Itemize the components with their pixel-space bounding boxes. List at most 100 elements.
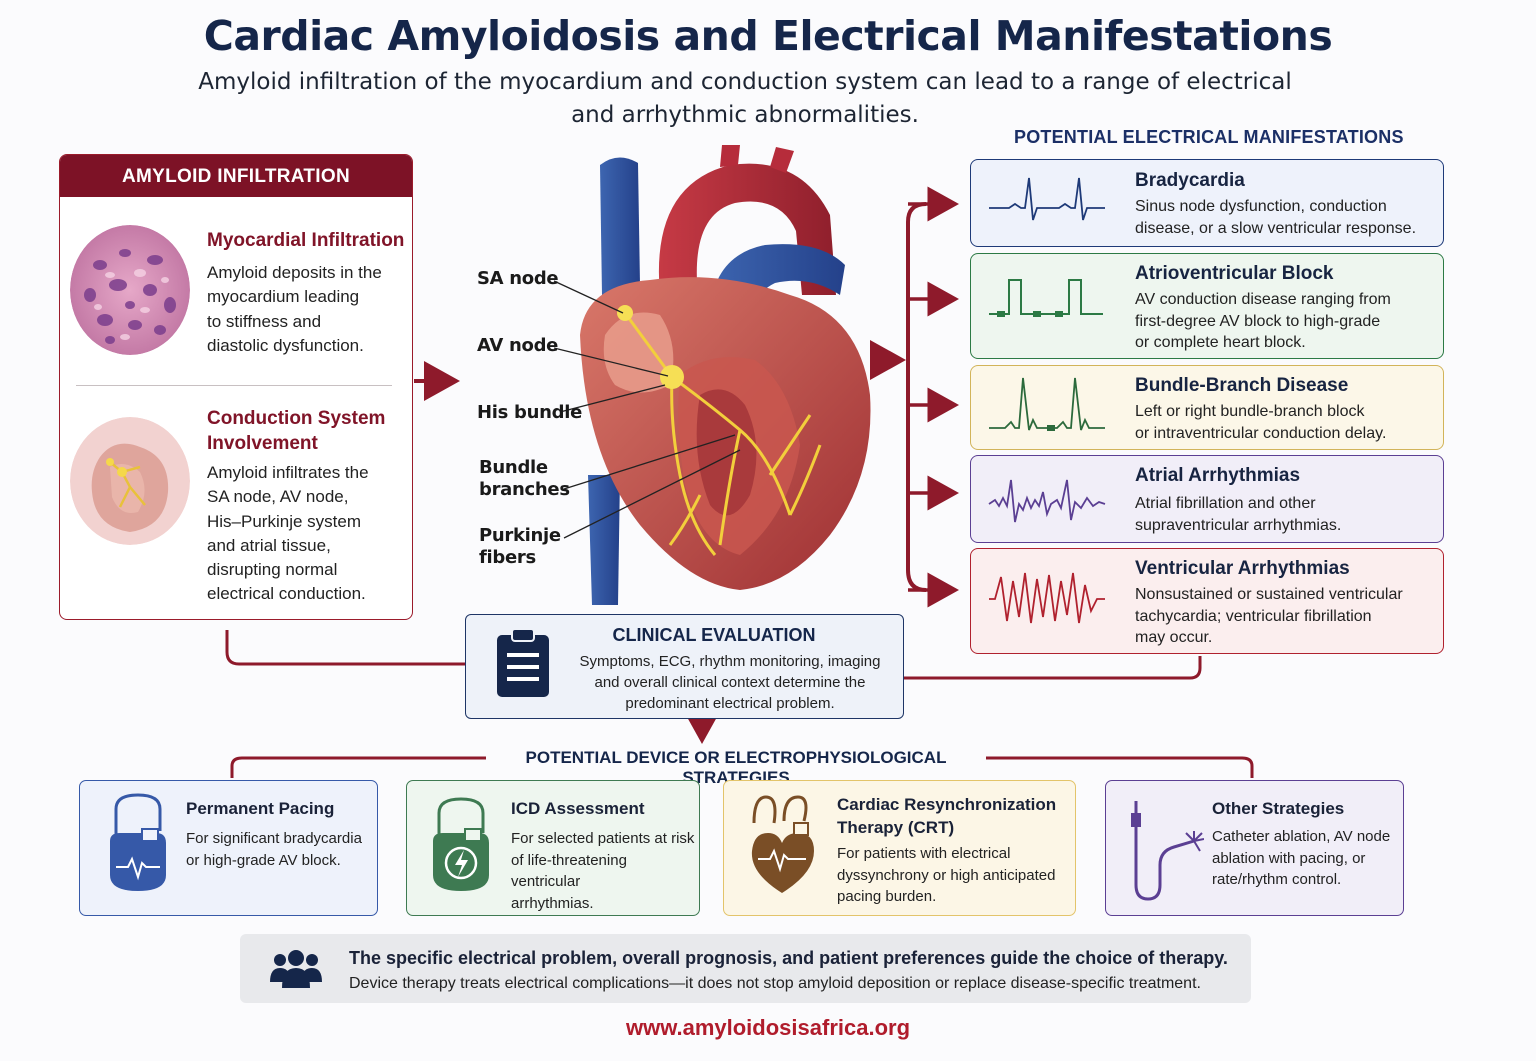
text-line: may occur.: [1135, 629, 1213, 646]
website-url[interactable]: www.amyloidosisafrica.org: [625, 1015, 911, 1040]
myocardial-infiltration-text: Amyloid deposits in the myocardium leadi…: [207, 261, 407, 358]
strategy-title: ICD Assessment: [511, 797, 645, 820]
text-line: diastolic dysfunction.: [207, 335, 364, 355]
strategy-text: For selected patients at risk of life-th…: [511, 828, 699, 914]
title-line: Involvement: [207, 433, 318, 454]
ecg-ventricular-arrhythmia-icon: [989, 572, 1105, 624]
label-line: Bundle: [479, 457, 548, 478]
clipboard-icon: [497, 628, 549, 697]
catheter-icon: [1131, 801, 1204, 901]
amyloid-infiltration-panel: AMYLOID INFILTRATION Myocardial Infiltra…: [59, 154, 413, 620]
therapy-note-line2: Device therapy treats electrical complic…: [349, 975, 1201, 992]
text-line: For selected patients at risk: [511, 830, 695, 847]
title-line: Therapy (CRT): [837, 818, 955, 837]
text-line: Nonsustained or sustained ventricular: [1135, 586, 1403, 603]
card-text: Atrial fibrillation and other supraventr…: [1135, 493, 1435, 536]
conduction-involvement-title: Conduction System Involvement: [207, 406, 407, 456]
strategy-text: For patients with electrical dyssynchron…: [837, 843, 1055, 908]
text-line: predominant electrical problem.: [625, 695, 835, 712]
panel-header: AMYLOID INFILTRATION: [60, 155, 412, 197]
strategy-text: For significant bradycardia or high-grad…: [186, 828, 362, 871]
icd-icon: [433, 797, 489, 891]
text-line: Amyloid infiltrates the: [207, 463, 369, 482]
text-line: to stiffness and: [207, 311, 322, 331]
text-line: Left or right bundle-branch block: [1135, 403, 1365, 420]
text-line: pacing burden.: [837, 888, 937, 905]
clinical-evaluation-box: CLINICAL EVALUATION Symptoms, ECG, rhyth…: [465, 614, 904, 719]
label-av-node: AV node: [477, 335, 559, 356]
card-title: Bradycardia: [1135, 170, 1245, 191]
ecg-av-block-icon: [989, 279, 1103, 317]
text-line: arrhythmias.: [511, 894, 594, 912]
text-line: or intraventricular conduction delay.: [1135, 424, 1387, 442]
manifestations-header: POTENTIAL ELECTRICAL MANIFESTATIONS: [1014, 127, 1404, 147]
card-bradycardia: Bradycardia Sinus node dysfunction, cond…: [970, 159, 1444, 247]
label-line: branches: [479, 479, 570, 500]
card-text: Left or right bundle-branch block or int…: [1135, 401, 1435, 444]
page-title: Cardiac Amyloidosis and Electrical Manif…: [203, 12, 1333, 60]
title-line: Other Strategies: [1212, 799, 1345, 818]
text-line: myocardium leading: [207, 287, 360, 307]
panel-divider: [76, 385, 392, 386]
label-line: fibers: [479, 547, 536, 568]
conduction-involvement-text: Amyloid infiltrates the SA node, AV node…: [207, 461, 407, 607]
heart-conduction-icon: [70, 417, 190, 545]
card-text: AV conduction disease ranging from first…: [1135, 289, 1435, 354]
text-line: For patients with electrical: [837, 845, 1011, 862]
text-line: rate/rhythm control.: [1212, 871, 1342, 888]
pacemaker-icon: [110, 793, 166, 891]
text-line: disrupting normal: [207, 560, 338, 580]
therapy-note-line1: The specific electrical problem, overall…: [349, 948, 1228, 968]
text-line: and atrial tissue,: [207, 535, 331, 555]
ecg-bundle-branch-icon: [989, 377, 1105, 431]
text-line: or complete heart block.: [1135, 334, 1306, 351]
clinical-text: Symptoms, ECG, rhythm monitoring, imagin…: [566, 651, 894, 714]
text-line: dyssynchrony or high anticipated: [837, 866, 1056, 884]
text-line: of life-threatening ventricular: [511, 851, 627, 891]
tissue-histology-icon: [70, 225, 190, 355]
text-line: Sinus node dysfunction, conduction: [1135, 198, 1387, 215]
strategy-icd-assessment: ICD Assessment For selected patients at …: [406, 780, 700, 916]
myocardial-infiltration-title: Myocardial Infiltration: [207, 230, 405, 251]
text-line: disease, or a slow ventricular response.: [1135, 219, 1417, 237]
therapy-note: The specific electrical problem, overall…: [240, 934, 1251, 1003]
text-line: ablation with pacing, or: [1212, 849, 1366, 867]
strategy-text: Catheter ablation, AV node ablation with…: [1212, 826, 1390, 891]
card-title: Atrial Arrhythmias: [1135, 465, 1301, 486]
label-his-bundle: His bundle: [477, 402, 582, 423]
subtitle-line: and arrhythmic abnormalities.: [571, 102, 919, 128]
title-line: Cardiac Resynchronization: [837, 795, 1057, 814]
label-line: Purkinje: [479, 525, 561, 546]
text-line: Atrial fibrillation and other: [1135, 495, 1316, 512]
text-line: and overall clinical context determine t…: [594, 674, 866, 691]
text-line: supraventricular arrhythmias.: [1135, 516, 1342, 534]
title-line: Permanent Pacing: [186, 799, 335, 818]
heart-illustration: [580, 145, 871, 605]
ecg-bradycardia-icon: [989, 177, 1105, 221]
card-bundle-branch: Bundle-Branch Disease Left or right bund…: [970, 365, 1444, 450]
people-group-icon: [270, 950, 322, 988]
page-subtitle: Amyloid infiltration of the myocardium a…: [190, 66, 1300, 132]
strategy-title: Cardiac Resynchronization Therapy (CRT): [837, 793, 1056, 839]
heart-label-pointers: [553, 280, 741, 539]
label-sa-node: SA node: [477, 268, 559, 289]
text-line: Amyloid deposits in the: [207, 263, 382, 282]
text-line: For significant bradycardia: [186, 830, 362, 847]
text-line: tachycardia; ventricular fibrillation: [1135, 607, 1372, 625]
title-line: ICD Assessment: [511, 799, 645, 818]
card-text: Nonsustained or sustained ventricular ta…: [1135, 584, 1435, 649]
strategy-other: Other Strategies Catheter ablation, AV n…: [1105, 780, 1404, 916]
label-bundle-branches: Bundle branches: [479, 457, 570, 501]
text-line: first-degree AV block to high-grade: [1135, 312, 1381, 330]
card-text: Sinus node dysfunction, conduction disea…: [1135, 196, 1435, 239]
title-line: Conduction System: [207, 408, 386, 429]
card-ventricular-arrhythmias: Ventricular Arrhythmias Nonsustained or …: [970, 548, 1444, 654]
ecg-atrial-arrhythmia-icon: [988, 479, 1106, 523]
text-line: Catheter ablation, AV node: [1212, 828, 1391, 845]
text-line: electrical conduction.: [207, 584, 366, 604]
card-title: Bundle-Branch Disease: [1135, 375, 1349, 396]
text-line: Symptoms, ECG, rhythm monitoring, imagin…: [579, 653, 881, 670]
card-title: Atrioventricular Block: [1135, 263, 1334, 284]
strategy-permanent-pacing: Permanent Pacing For significant bradyca…: [79, 780, 378, 916]
text-line: or high-grade AV block.: [186, 851, 341, 869]
